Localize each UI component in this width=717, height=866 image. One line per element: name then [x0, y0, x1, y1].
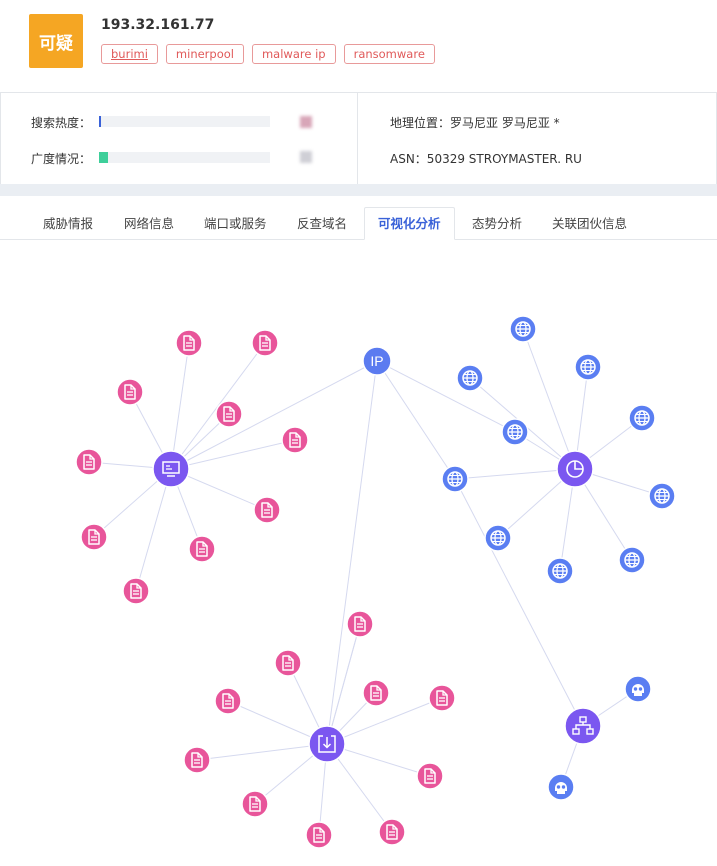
monitor-icon[interactable]: [152, 450, 190, 488]
graph-edge: [522, 328, 576, 470]
file-icon[interactable]: [116, 378, 144, 406]
breadth-bar: [99, 152, 270, 163]
graph-edge: [135, 468, 172, 592]
relation-graph-canvas[interactable]: IP: [0, 240, 717, 866]
graph-edge: [454, 478, 584, 727]
file-icon[interactable]: [428, 684, 456, 712]
file-icon[interactable]: [281, 426, 309, 454]
breadth-value-mark: [300, 151, 312, 163]
globe-icon[interactable]: [618, 546, 646, 574]
graph-edges: [88, 328, 663, 836]
globe-icon[interactable]: [441, 465, 469, 493]
globe-icon[interactable]: [456, 364, 484, 392]
file-icon[interactable]: [80, 523, 108, 551]
graph-edge: [326, 623, 361, 745]
breadth-bar-fill: [99, 152, 108, 163]
globe-icon[interactable]: [484, 524, 512, 552]
globe-icon[interactable]: [546, 557, 574, 585]
skull-icon[interactable]: [624, 675, 652, 703]
tab-threat-intel[interactable]: 威胁情报: [43, 216, 94, 231]
tab-related-gang[interactable]: 关联团伙信息: [552, 216, 628, 231]
file-icon[interactable]: [215, 400, 243, 428]
graph-edge: [454, 468, 576, 480]
file-icon[interactable]: [346, 610, 374, 638]
graph-edge: [376, 360, 456, 480]
tag-list: burimi minerpool malware ip ransomware: [101, 44, 435, 64]
graph-edge: [326, 697, 443, 745]
file-icon[interactable]: [188, 535, 216, 563]
location-text: 地理位置：罗马尼亚 罗马尼亚 *: [390, 116, 560, 130]
search-heat-label: 搜索热度：: [31, 116, 92, 130]
relation-graph[interactable]: IP: [0, 240, 717, 866]
info-panel: 搜索热度： 广度情况： 地理位置：罗马尼亚 罗马尼亚 * ASN：50329 S…: [0, 92, 717, 185]
file-icon[interactable]: [175, 329, 203, 357]
globe-icon[interactable]: [574, 353, 602, 381]
search-heat-bar-fill: [99, 116, 101, 127]
result-header: 可疑 193.32.161.77 burimi minerpool malwar…: [0, 0, 717, 92]
graph-edge: [326, 360, 378, 745]
file-icon[interactable]: [122, 577, 150, 605]
graph-edge: [170, 360, 378, 470]
ip-hub-node[interactable]: IP: [362, 346, 392, 376]
file-icon[interactable]: [416, 762, 444, 790]
clock-icon[interactable]: [556, 450, 594, 488]
file-icon[interactable]: [251, 329, 279, 357]
graph-edge: [196, 743, 328, 761]
graph-edge: [170, 439, 296, 470]
tab-reverse-domain[interactable]: 反查域名: [297, 216, 348, 231]
tab-ports-services[interactable]: 端口或服务: [204, 216, 267, 231]
globe-icon[interactable]: [509, 315, 537, 343]
download-icon[interactable]: [308, 725, 346, 763]
asn-text: ASN：50329 STROYMASTER. RU: [390, 152, 582, 166]
file-icon[interactable]: [362, 679, 390, 707]
search-heat-value-mark: [300, 116, 312, 128]
tab-bar: 威胁情报 网络信息 端口或服务 反查域名 可视化分析 态势分析 关联团伙信息: [0, 196, 717, 240]
file-icon[interactable]: [253, 496, 281, 524]
skull-icon[interactable]: [547, 773, 575, 801]
globe-icon[interactable]: [501, 418, 529, 446]
tab-visual-analysis[interactable]: 可视化分析: [364, 207, 455, 240]
file-icon[interactable]: [274, 649, 302, 677]
tab-network-info[interactable]: 网络信息: [124, 216, 175, 231]
tag-ransomware[interactable]: ransomware: [343, 44, 435, 64]
graph-edge: [170, 342, 190, 470]
file-icon[interactable]: [214, 687, 242, 715]
breadth-label: 广度情况：: [31, 152, 92, 166]
verdict-badge: 可疑: [29, 14, 83, 68]
globe-icon[interactable]: [628, 404, 656, 432]
tag-burimi[interactable]: burimi: [101, 44, 158, 64]
file-icon[interactable]: [183, 746, 211, 774]
network-icon[interactable]: [564, 707, 602, 745]
ip-hub-label: IP: [370, 353, 383, 369]
search-heat-bar: [99, 116, 270, 127]
tag-malware-ip[interactable]: malware ip: [251, 44, 336, 64]
info-left-panel: 搜索热度： 广度情况：: [1, 93, 358, 184]
globe-icon[interactable]: [648, 482, 676, 510]
file-icon[interactable]: [75, 448, 103, 476]
tab-trend-analysis[interactable]: 态势分析: [472, 216, 523, 231]
file-icon[interactable]: [378, 818, 406, 846]
file-icon[interactable]: [241, 790, 269, 818]
graph-edge: [376, 360, 516, 433]
file-icon[interactable]: [305, 821, 333, 849]
section-divider: [0, 184, 717, 196]
tag-minerpool[interactable]: minerpool: [165, 44, 244, 64]
ip-address-title: 193.32.161.77: [101, 17, 215, 33]
